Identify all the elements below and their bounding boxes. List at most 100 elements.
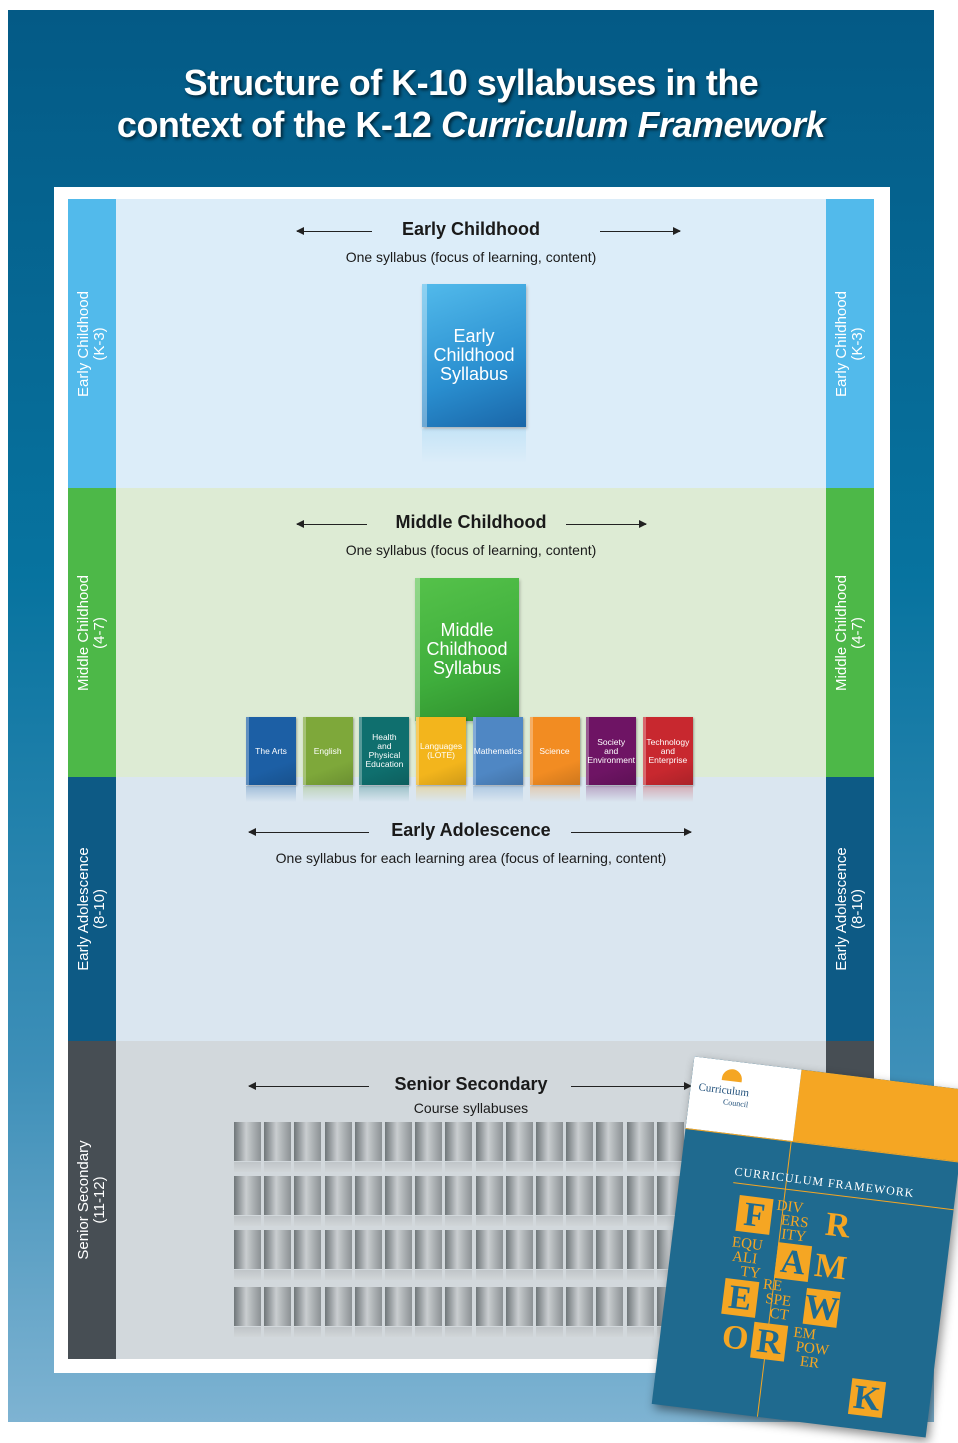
- title-line-1: Structure of K-10 syllabuses in the: [183, 62, 759, 103]
- side-label-early-childhood-left: Early Childhood(K-3): [75, 290, 108, 397]
- course-syllabus-book-reflection: [505, 1327, 533, 1337]
- course-syllabus-book: [566, 1287, 594, 1326]
- course-syllabus-book-reflection: [234, 1270, 261, 1280]
- course-syllabus-book: [505, 1230, 533, 1269]
- course-syllabus-book-reflection: [324, 1270, 352, 1280]
- course-syllabus-book: [626, 1230, 654, 1269]
- side-tab-early-adolescence-right: Early Adolescence(8-10): [826, 777, 874, 1041]
- course-syllabus-book: [294, 1287, 322, 1326]
- course-syllabus-book: [234, 1287, 261, 1326]
- course-syllabus-book: [415, 1287, 443, 1326]
- course-syllabus-book-reflection: [415, 1216, 443, 1226]
- course-syllabus-book-reflection: [324, 1162, 352, 1172]
- course-syllabus-book-reflection: [445, 1162, 473, 1172]
- course-syllabus-book-reflection: [415, 1162, 443, 1172]
- cover-letter-w: W: [802, 1287, 841, 1329]
- course-syllabus-book-reflection: [566, 1327, 594, 1337]
- subheading-senior-secondary: Course syllabuses: [413, 1100, 529, 1116]
- course-syllabus-book-reflection: [505, 1162, 533, 1172]
- course-syllabus-book: [324, 1122, 352, 1161]
- course-syllabus-book: [566, 1230, 594, 1269]
- course-syllabus-book-reflection: [626, 1216, 654, 1226]
- course-syllabus-book-reflection: [385, 1216, 412, 1226]
- subheading-early-childhood: One syllabus (focus of learning, content…: [345, 249, 597, 265]
- course-syllabus-book: [234, 1176, 261, 1215]
- course-syllabus-book: [445, 1122, 473, 1161]
- course-syllabus-book-reflection: [566, 1216, 594, 1226]
- course-syllabus-book: [234, 1230, 261, 1269]
- learning-area-book: The Arts: [246, 717, 296, 785]
- course-syllabus-book-reflection: [354, 1327, 382, 1337]
- course-syllabus-book: [656, 1122, 684, 1161]
- course-syllabus-book-reflection: [354, 1216, 382, 1226]
- early-childhood-syllabus-book: Early Childhood Syllabus: [422, 284, 526, 427]
- course-syllabus-book-reflection: [596, 1216, 624, 1226]
- learning-area-book: English: [302, 717, 353, 785]
- course-syllabus-book: [626, 1122, 654, 1161]
- learning-area-book: Society and Environment: [586, 717, 637, 785]
- course-syllabus-book-reflection: [385, 1162, 412, 1172]
- side-label-early-adolescence-right: Early Adolescence(8-10): [833, 847, 866, 971]
- course-syllabus-book-reflection: [626, 1270, 654, 1280]
- learning-area-label: The Arts: [255, 745, 287, 756]
- learning-area-book-reflection: [472, 786, 523, 802]
- course-syllabus-book-reflection: [294, 1327, 322, 1337]
- course-syllabus-book-reflection: [445, 1216, 473, 1226]
- page-title: Structure of K-10 syllabuses in the cont…: [0, 62, 942, 146]
- course-syllabus-book-reflection: [626, 1327, 654, 1337]
- course-syllabus-book: [294, 1230, 322, 1269]
- course-syllabus-book: [505, 1122, 533, 1161]
- course-syllabus-book: [596, 1287, 624, 1326]
- course-syllabus-book-reflection: [505, 1216, 533, 1226]
- cover-letter-k: K: [847, 1378, 887, 1419]
- course-syllabus-book: [505, 1287, 533, 1326]
- band-early-adolescence: Early Adolescence(8-10) Early Adolescenc…: [68, 777, 874, 1041]
- side-label-early-adolescence-left: Early Adolescence(8-10): [75, 847, 108, 971]
- course-syllabus-book: [324, 1287, 352, 1326]
- course-syllabus-book: [505, 1176, 533, 1215]
- learning-area-book-reflection: [586, 786, 637, 802]
- course-syllabus-book: [385, 1287, 412, 1326]
- arrow-left-early-adolescence: [248, 828, 369, 836]
- side-label-early-childhood-right: Early Childhood(K-3): [833, 290, 866, 397]
- title-line-2-italic: Curriculum Framework: [440, 104, 826, 145]
- course-syllabus-book: [596, 1230, 624, 1269]
- course-syllabus-book-reflection: [475, 1327, 503, 1337]
- course-syllabus-book: [475, 1287, 503, 1326]
- course-syllabus-book: [536, 1122, 563, 1161]
- course-syllabus-book-reflection: [264, 1270, 292, 1280]
- cover-letter-o: O: [719, 1318, 751, 1359]
- course-syllabus-book-reflection: [234, 1327, 261, 1337]
- course-syllabus-book-reflection: [324, 1216, 352, 1226]
- course-syllabus-book: [294, 1122, 322, 1161]
- middle-childhood-syllabus-book: Middle Childhood Syllabus: [415, 578, 519, 721]
- side-tab-middle-childhood-left: Middle Childhood(4-7): [68, 488, 116, 777]
- course-syllabus-book: [566, 1176, 594, 1215]
- subheading-early-adolescence: One syllabus for each learning area (foc…: [275, 850, 667, 866]
- cover-word-ty: TY: [739, 1263, 762, 1283]
- side-tab-early-childhood-right: Early Childhood(K-3): [826, 199, 874, 488]
- course-syllabus-book-reflection: [415, 1327, 443, 1337]
- side-tab-senior-secondary-left: Senior Secondary(11-12): [68, 1041, 116, 1359]
- course-syllabus-book-reflection: [596, 1327, 624, 1337]
- course-syllabus-book-reflection: [656, 1216, 684, 1226]
- learning-area-book: Health and Physical Education: [359, 717, 410, 785]
- course-syllabus-book-reflection: [475, 1270, 503, 1280]
- course-syllabus-book-reflection: [354, 1270, 382, 1280]
- arrow-left-senior-secondary: [248, 1082, 369, 1090]
- learning-area-label: Health and Physical Education: [365, 732, 404, 769]
- cover-letter-a: A: [773, 1242, 813, 1282]
- course-syllabus-book-reflection: [294, 1216, 322, 1226]
- arrow-left-early-childhood: [296, 227, 372, 235]
- side-label-middle-childhood-left: Middle Childhood(4-7): [75, 574, 108, 691]
- course-syllabus-book-reflection: [656, 1162, 684, 1172]
- course-syllabus-book: [445, 1230, 473, 1269]
- course-syllabus-book-reflection: [505, 1270, 533, 1280]
- course-syllabus-book-reflection: [475, 1216, 503, 1226]
- heading-early-adolescence: Early Adolescence: [391, 820, 551, 840]
- band-middle-childhood: Middle Childhood(4-7) Middle Childhood(4…: [68, 488, 874, 777]
- learning-area-book-reflection: [529, 786, 580, 802]
- course-syllabus-book: [234, 1122, 261, 1161]
- cover-heading: CURRICULUM FRAMEWORK: [733, 1164, 916, 1201]
- course-syllabus-book: [415, 1176, 443, 1215]
